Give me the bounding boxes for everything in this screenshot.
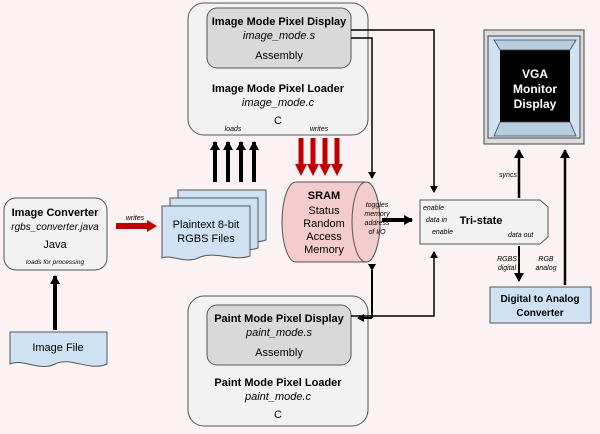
rgbs-files-stack: Plaintext 8-bit RGBS Files [161, 189, 267, 261]
image-loader-lang: C [274, 115, 282, 127]
arrow-image-enable [351, 29, 438, 193]
tristate-enable-bottom: enable [432, 229, 453, 236]
tristate-data-in: data in [426, 217, 447, 224]
image-converter-box: Image Converter rgbs_converter.java Java… [3, 197, 108, 271]
image-file-box: Image File [9, 331, 108, 368]
vga-line-3: Display [514, 97, 557, 111]
sram-title: SRAM [308, 190, 340, 202]
sram-cylinder: SRAM Status Random Access Memory toggles… [281, 181, 390, 263]
image-loader-title: Image Mode Pixel Loader [212, 83, 345, 95]
vga-line-2: Monitor [513, 82, 557, 96]
image-mode-display-box: Image Mode Pixel Display image_mode.s As… [206, 7, 352, 69]
sram-line-1: Status [308, 205, 340, 217]
red-arrows [116, 138, 343, 232]
paint-loader-lang: C [274, 409, 282, 421]
rgb-analog-label-2: analog [535, 265, 556, 272]
paint-mode-display-box: Paint Mode Pixel Display paint_mode.s As… [206, 304, 352, 366]
dac-line1: Digital to Analog [500, 294, 579, 305]
connectors [50, 29, 570, 330]
paint-display-lang: Assembly [255, 347, 303, 359]
sram-toggle-3: address [365, 220, 390, 227]
paint-loader-file: paint_mode.c [244, 391, 312, 403]
paint-display-title: Paint Mode Pixel Display [214, 313, 344, 325]
loads-label: loads [225, 126, 242, 133]
tristate-data-out: data out [508, 232, 534, 239]
paint-display-file: paint_mode.s [245, 327, 313, 339]
tristate-enable-top: enable [423, 205, 444, 212]
arrow-converter-writes-head [147, 220, 157, 232]
paint-loader-title: Paint Mode Pixel Loader [214, 377, 342, 389]
image-file-label: Image File [32, 342, 83, 354]
vga-monitor: VGA Monitor Display [483, 29, 585, 145]
converter-note: loads for processing [26, 259, 85, 266]
arrow-paint-enable [351, 251, 438, 317]
sram-toggle-2: memory [364, 211, 390, 218]
vga-line-1: VGA [522, 67, 548, 81]
rgbs-files-line2: RGBS Files [177, 233, 235, 245]
converter-writes-label: writes [126, 215, 145, 222]
rgbs-digital-label-1: RGBS [497, 256, 517, 263]
sram-line-3: Access [306, 231, 342, 243]
image-display-file: image_mode.s [243, 30, 316, 42]
syncs-label: syncs [499, 172, 517, 179]
arrow-display-to-sram [351, 37, 376, 179]
sram-toggle-1: toggles [366, 202, 389, 209]
dac-line2: Converter [516, 308, 563, 319]
rgbs-digital-label-2: digital [498, 265, 517, 272]
writes-label-top: writes [310, 126, 329, 133]
dac-box: Digital to Analog Converter [489, 286, 592, 324]
arrow-writes-heads [295, 164, 343, 176]
sram-line-4: Memory [304, 244, 344, 256]
tristate-title: Tri-state [460, 215, 503, 227]
sram-toggle-4: of I/O [368, 229, 386, 236]
rgbs-files-line1: Plaintext 8-bit [173, 219, 240, 231]
image-display-lang: Assembly [255, 50, 303, 62]
converter-title: Image Converter [12, 207, 100, 219]
tristate-box: enable data in enable Tri-state data out [419, 199, 549, 245]
rgb-analog-label-1: RGB [538, 256, 554, 263]
converter-lang: Java [43, 239, 67, 251]
sram-line-2: Random [303, 218, 345, 230]
image-display-title: Image Mode Pixel Display [212, 16, 347, 28]
image-loader-file: image_mode.c [242, 97, 315, 109]
converter-file: rgbs_converter.java [11, 222, 99, 233]
